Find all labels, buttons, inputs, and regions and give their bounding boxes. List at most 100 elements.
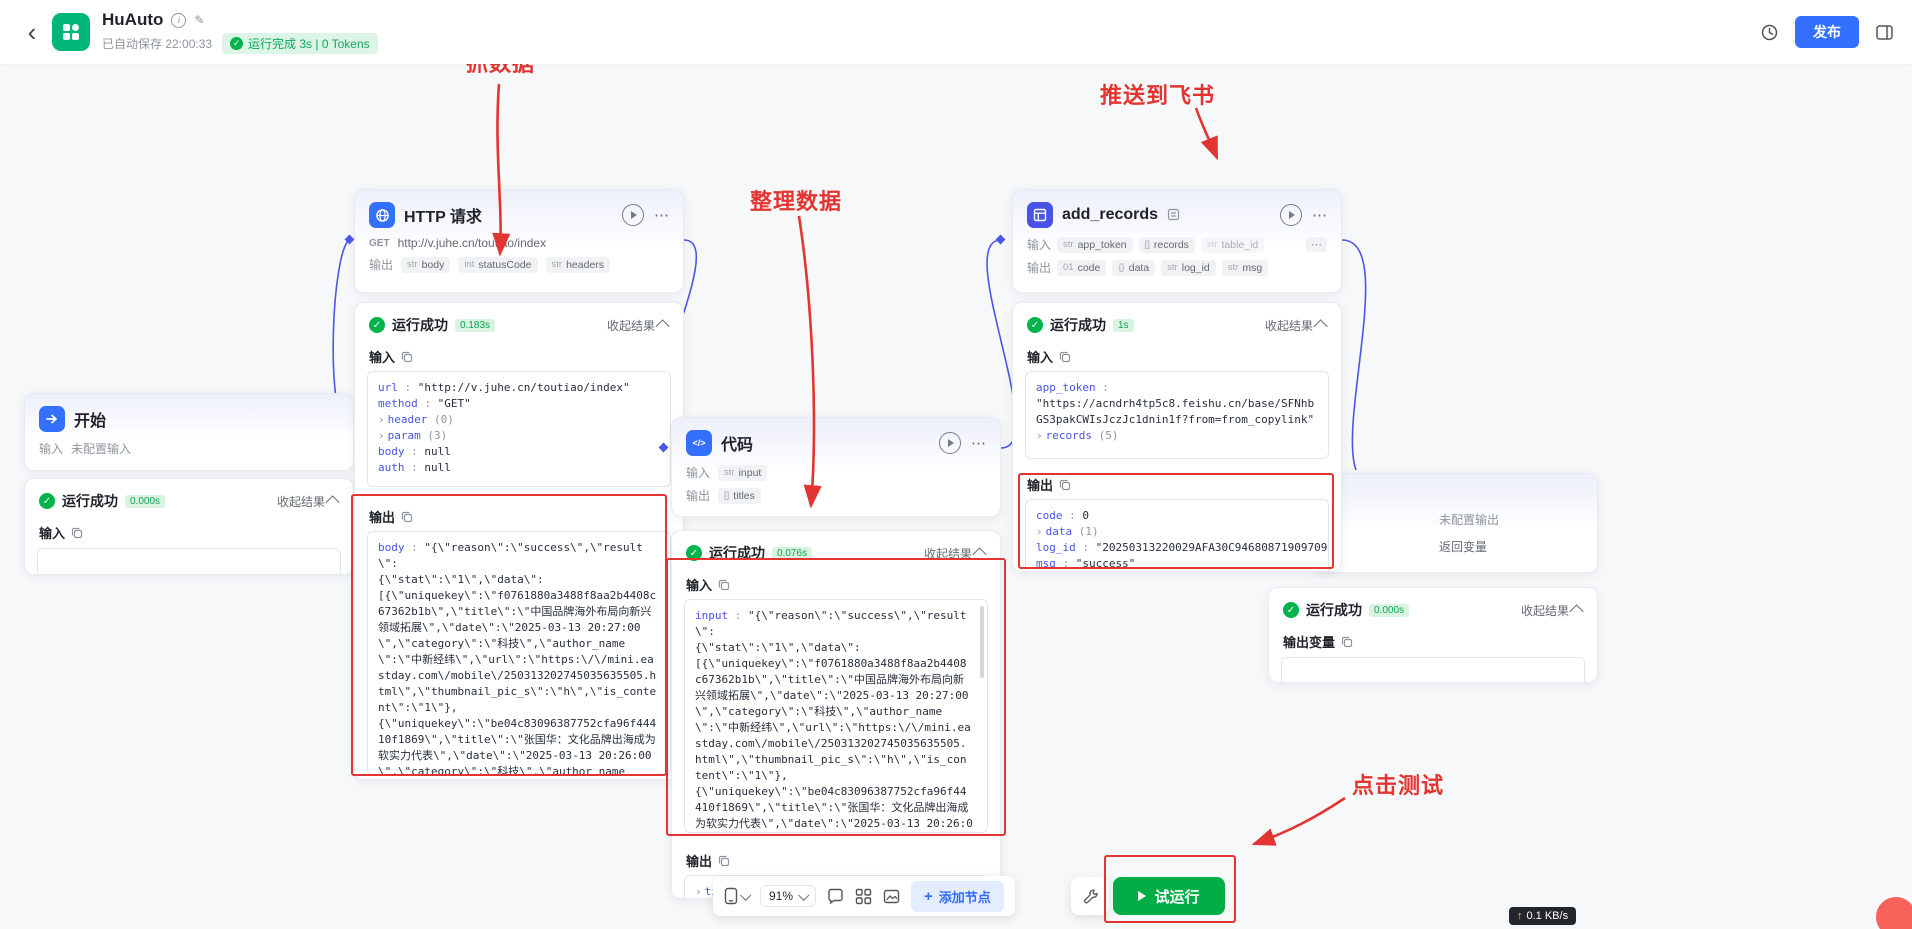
more-options-button[interactable]: ⋯ [1312,206,1327,224]
more-options-button[interactable]: ⋯ [654,206,669,224]
upload-arrow-icon: ↑ [1517,910,1523,922]
collapse-results-button[interactable]: 收起结果 [277,493,340,510]
chevron-right-icon: › [1036,525,1043,538]
copy-icon[interactable] [1059,479,1071,491]
output-tag: {}data [1112,259,1156,276]
copy-icon[interactable] [401,351,413,363]
code-node-icon: </> [686,430,712,456]
records-output-json: code : 0 ›data (1) log_id : "20250313220… [1025,499,1329,571]
connector-endpoint [995,234,1006,245]
records-input-label: 输入 [1027,238,1052,252]
comment-button[interactable] [827,888,844,905]
http-url-text: http://v.juhe.cn/toutiao/index [397,236,547,250]
output-section-label: 输出 [369,510,396,525]
success-check-icon: ✓ [1027,317,1043,333]
auto-layout-button[interactable] [855,888,872,905]
chevron-right-icon: › [378,429,385,442]
success-check-icon: ✓ [39,493,55,509]
start-node[interactable]: 开始 输入 未配置输入 [24,393,354,471]
back-chevron-icon: ‹ [27,17,37,47]
annotation-organize-data: 整理数据 [750,189,843,214]
collapse-results-button[interactable]: 收起结果 [1265,317,1328,334]
chevron-up-icon [325,495,340,510]
input-section-label: 输入 [39,526,66,541]
plus-icon: + [924,887,933,905]
test-run-button[interactable]: 试运行 [1113,877,1225,915]
more-tags-button[interactable]: ⋯ [1306,237,1327,252]
add-node-button[interactable]: + 添加节点 [911,880,1004,912]
collapse-results-button[interactable]: 收起结果 [607,317,670,334]
publish-button[interactable]: 发布 [1795,16,1859,48]
success-check-icon: ✓ [686,545,702,561]
panel-toggle-button[interactable] [1875,23,1894,42]
history-button[interactable] [1760,23,1779,42]
copy-icon[interactable] [718,855,730,867]
http-request-node[interactable]: HTTP 请求 ⋯ GET http://v.juhe.cn/toutiao/i… [354,189,684,293]
records-output-label: 输出 [1027,261,1052,275]
end-no-output-text: 未配置输出 [1439,513,1500,527]
minimap-button[interactable] [883,888,900,905]
plugin-icon [1167,208,1180,223]
more-options-button[interactable]: ⋯ [971,434,986,452]
user-avatar[interactable] [1874,895,1912,929]
run-status-text: 运行成功 [62,493,118,509]
collapse-results-button[interactable]: 收起结果 [1521,602,1584,619]
run-node-button[interactable] [939,432,961,454]
info-icon[interactable]: i [171,12,187,28]
copy-icon[interactable] [71,527,83,539]
run-status-text: 运行成功 [1306,602,1362,618]
output-section-label: 输出 [686,854,713,869]
chevron-up-icon [655,319,670,334]
copy-icon[interactable] [718,579,730,591]
app-logo [52,13,90,51]
zoom-select[interactable]: 91% [760,885,817,907]
run-node-button[interactable] [622,204,644,226]
start-input-label: 输入 [39,442,64,456]
run-status-text: 运行成功 [1050,317,1106,333]
run-status-text: 运行成功 [392,317,448,333]
copy-icon[interactable] [401,511,413,523]
debug-tools-button[interactable] [1071,877,1109,915]
code-result-panel: ✓ 运行成功 0.076s 收起结果 输入 input : "{\"reason… [671,530,1001,899]
run-time-badge: 0.000s [125,494,166,508]
end-output-field[interactable] [1281,657,1585,682]
start-input-field[interactable] [37,548,341,574]
start-result-panel: ✓ 运行成功 0.000s 收起结果 输入 [24,478,354,575]
back-button[interactable]: ‹ [18,18,46,46]
device-preview-button[interactable] [724,887,752,905]
copy-icon[interactable] [1059,351,1071,363]
code-input-label: 输入 [686,466,711,480]
connector-endpoint [344,234,355,245]
output-var-label: 输出变量 [1283,635,1336,650]
workflow-title: HuAuto [102,10,164,29]
network-speed-badge: ↑ 0.1 KB/s [1509,907,1577,925]
end-result-panel: ✓ 运行成功 0.000s 收起结果 输出变量 [1268,587,1598,683]
run-node-button[interactable] [1280,204,1302,226]
http-input-json: url : "http://v.juhe.cn/toutiao/index" m… [367,371,671,487]
collapse-results-button[interactable]: 收起结果 [924,545,987,562]
scrollbar-thumb[interactable] [980,606,984,678]
end-node[interactable]: 未配置输出 返回变量 [1310,473,1598,573]
success-check-icon: ✓ [1283,602,1299,618]
start-input-value: 未配置输入 [71,442,132,456]
copy-icon[interactable] [1341,636,1353,648]
input-tag: []records [1138,236,1195,253]
records-input-json: app_token : "https://acndrh4tp5c8.feishu… [1025,371,1329,459]
run-time-badge: 0.076s [772,546,813,560]
run-time-badge: 0.000s [1369,603,1410,617]
annotation-push-feishu: 推送到飞书 [1100,83,1216,108]
run-status-text: 运行成功 [709,545,765,561]
start-node-icon [39,406,65,432]
add-records-node-icon [1027,202,1053,228]
http-output-json: body : "{\"reason\":\"success\",\"result… [367,531,671,775]
edit-title-icon[interactable]: ✎ [194,13,205,27]
top-bar: ‹ HuAuto i ✎ 已自动保存 22:00:33 ✓ 运行完成 3s | … [0,0,1912,64]
